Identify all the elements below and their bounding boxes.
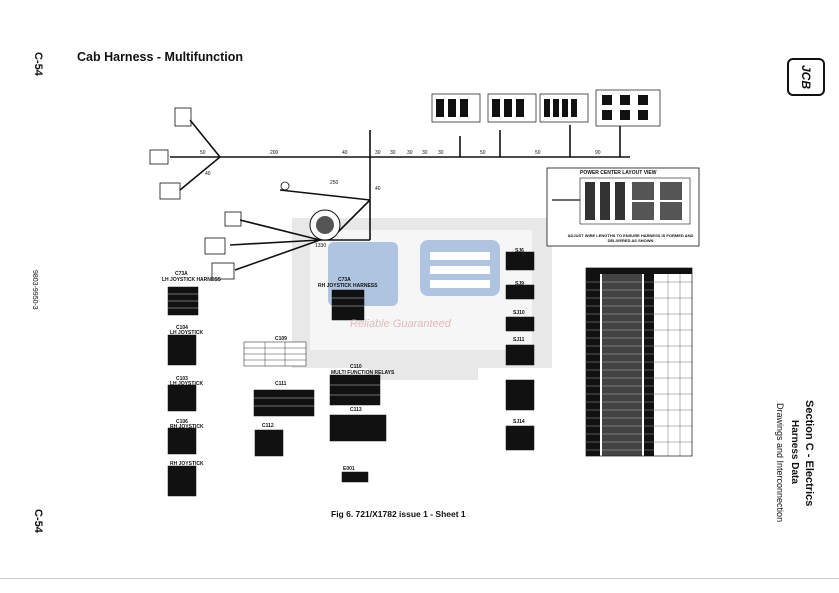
label-c112: C112 [262,423,274,429]
label-c73a-top: C73A [338,277,351,283]
label-adjust-note: ADJUST WIRE LENGTHS TO ENSURE HARNESS IS… [567,233,694,243]
label-c113: C113 [350,407,362,413]
label-c106: C106 [176,419,188,425]
dim-5: 30 [390,150,396,156]
label-sj9: SJ9 [515,281,524,287]
label-c106-sub: RH JOYSTICK [170,424,204,430]
page-code-bottom: C-54 [32,509,44,533]
harness-diagram: 50 200 40 30 30 30 30 30 50 50 90 40 40 … [149,89,700,497]
connector-top-left [149,107,242,280]
label-sj11: SJ11 [513,337,525,343]
dim-1: 50 [200,150,206,156]
jcb-logo: JCB [787,58,825,96]
bottom-divider [0,578,839,579]
label-power-center: POWER CENTER LAYOUT VIEW [580,170,657,176]
dim-3: 40 [342,150,348,156]
label-c104-sub: LH JOYSTICK [170,330,204,336]
label-c110-sub: MULTI FUNCTION RELAYS [331,370,395,376]
wire-list-right-rows [654,274,692,456]
logo-text: JCB [798,64,813,90]
doc-number: 9803-9950-3 [31,270,38,310]
subsubsection-heading: Drawings and Interconnection [775,403,785,523]
wire-list-rows [586,281,654,451]
dim-6: 30 [407,150,413,156]
dim-12: 40 [205,171,211,177]
dim-9: 50 [480,150,486,156]
dim-2: 200 [270,150,279,156]
label-c110: C110 [350,364,362,370]
power-center-box [546,167,700,247]
label-c109: C109 [275,336,287,342]
label-rh-joystick: RH JOYSTICK [170,461,204,467]
section-heading: Section C - Electrics [803,400,815,507]
dim-4: 30 [375,150,381,156]
dim-8: 30 [438,150,444,156]
page-title: Cab Harness - Multifunction [77,50,243,64]
dim-14: 250 [330,180,339,186]
dim-13: 40 [375,186,381,192]
page-code-top: C-54 [32,52,44,76]
round-connector [280,181,341,241]
label-c73a-top-sub: RH JOYSTICK HARNESS [318,283,378,289]
dim-10: 50 [535,150,541,156]
table-grid-lines [168,293,380,407]
label-c73a: C73A [175,271,188,277]
subsection-heading: Harness Data [789,420,800,484]
fuse-detail [436,95,648,120]
figure-caption: Fig 6. 721/X1782 issue 1 - Sheet 1 [331,509,466,519]
dim-15: 1330 [315,243,326,249]
label-c111: C111 [275,381,287,387]
label-c103-sub: LH JOYSTICK [170,381,204,387]
label-c103: C103 [176,376,188,382]
label-sj6: SJ6 [515,248,524,254]
watermark-text: Reliable Guaranteed [350,318,451,330]
label-sj10: SJ10 [513,310,525,316]
label-sj14: SJ14 [513,419,525,425]
connector-tables [167,251,535,497]
label-c104: C104 [176,325,188,331]
dim-7: 30 [422,150,428,156]
label-e001: E001 [343,466,355,472]
c109-grid [244,342,306,366]
dim-11: 90 [595,150,601,156]
label-c73a-sub: LH JOYSTICK HARNESS [162,277,221,283]
